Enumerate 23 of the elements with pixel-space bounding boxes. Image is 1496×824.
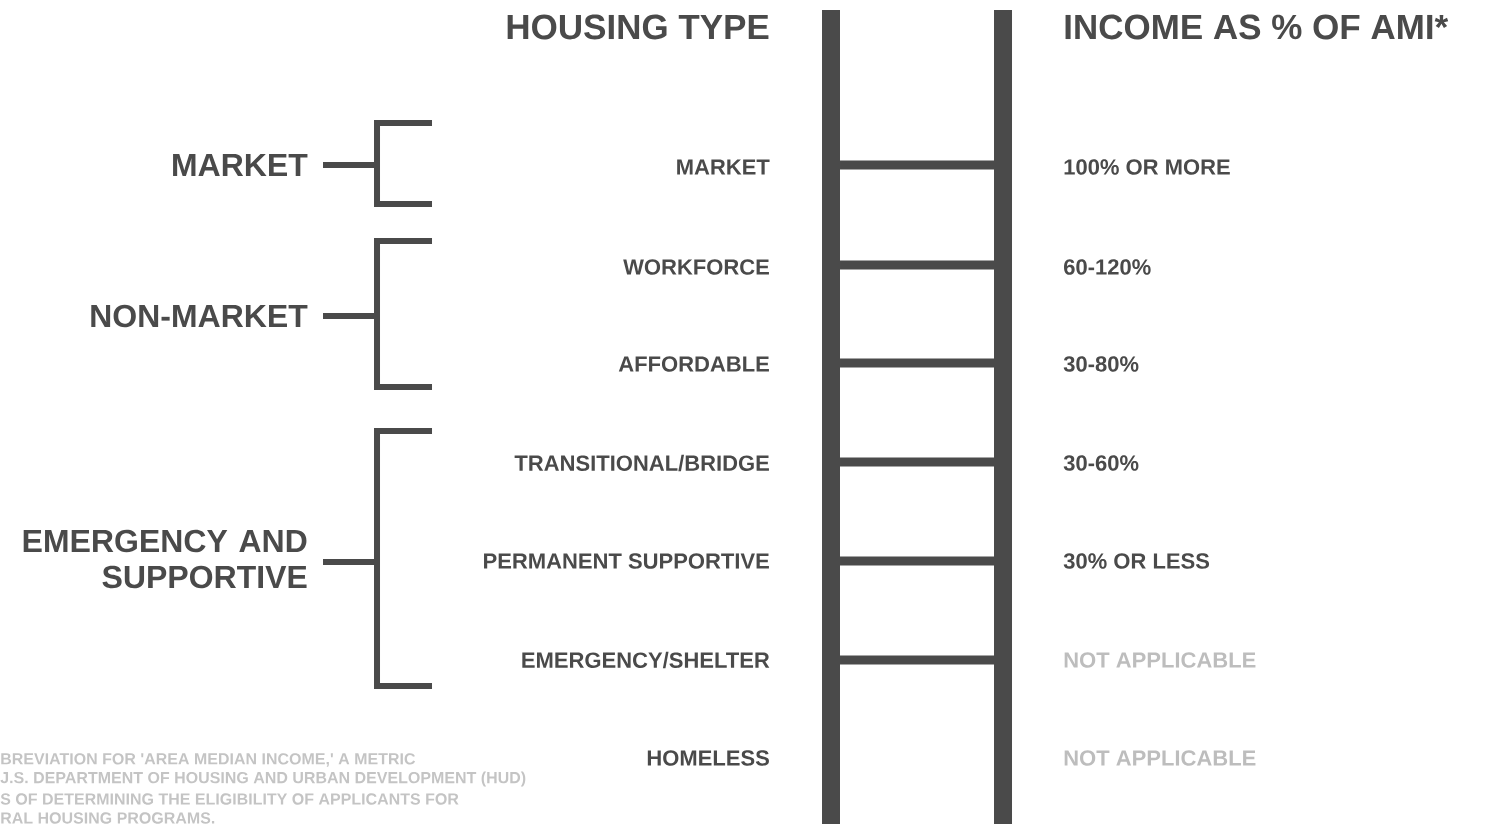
footnote-line: BREVIATION FOR 'AREA MEDIAN INCOME,' A METRIC — [1, 753, 416, 767]
column-heading: INCOME AS % OF AMI* — [1065, 14, 1449, 40]
group-label: NON-MARKET — [91, 304, 308, 328]
income-label: NOT APPLICABLE — [1064, 750, 1256, 766]
housing-type-label: HOMELESS — [647, 750, 769, 766]
footnote-line: J.S. DEPARTMENT OF HOUSING AND URBAN DEVELOPMENT (HUD) — [0, 771, 526, 787]
income-label: NOT APPLICABLE — [1064, 652, 1256, 668]
column-heading: HOUSING TYPE — [507, 14, 769, 40]
income-label: 30% OR LESS — [1063, 553, 1210, 569]
income-label: 30-80% — [1063, 356, 1139, 372]
housing-type-label: EMERGENCY/SHELTER — [522, 651, 770, 669]
housing-type-label: MARKET — [677, 159, 770, 175]
group-label: EMERGENCY AND SUPPORTIVE — [23, 529, 307, 589]
housing-type-label: PERMANENT SUPPORTIVE — [484, 553, 769, 569]
housing-type-label: AFFORDABLE — [618, 356, 769, 372]
housing-type-label: TRANSITIONAL/BRIDGE — [514, 454, 769, 472]
footnote-line: S OF DETERMINING THE ELIGIBILITY OF APPLICANTS FOR — [0, 793, 459, 805]
income-label: 30-60% — [1063, 455, 1139, 471]
footnote-line: RAL HOUSING PROGRAMS. — [1, 812, 215, 824]
income-label: 60-120% — [1064, 259, 1151, 275]
income-label: 100% OR MORE — [1064, 159, 1230, 175]
housing-type-label: WORKFORCE — [623, 259, 769, 275]
group-label: MARKET — [173, 154, 308, 176]
